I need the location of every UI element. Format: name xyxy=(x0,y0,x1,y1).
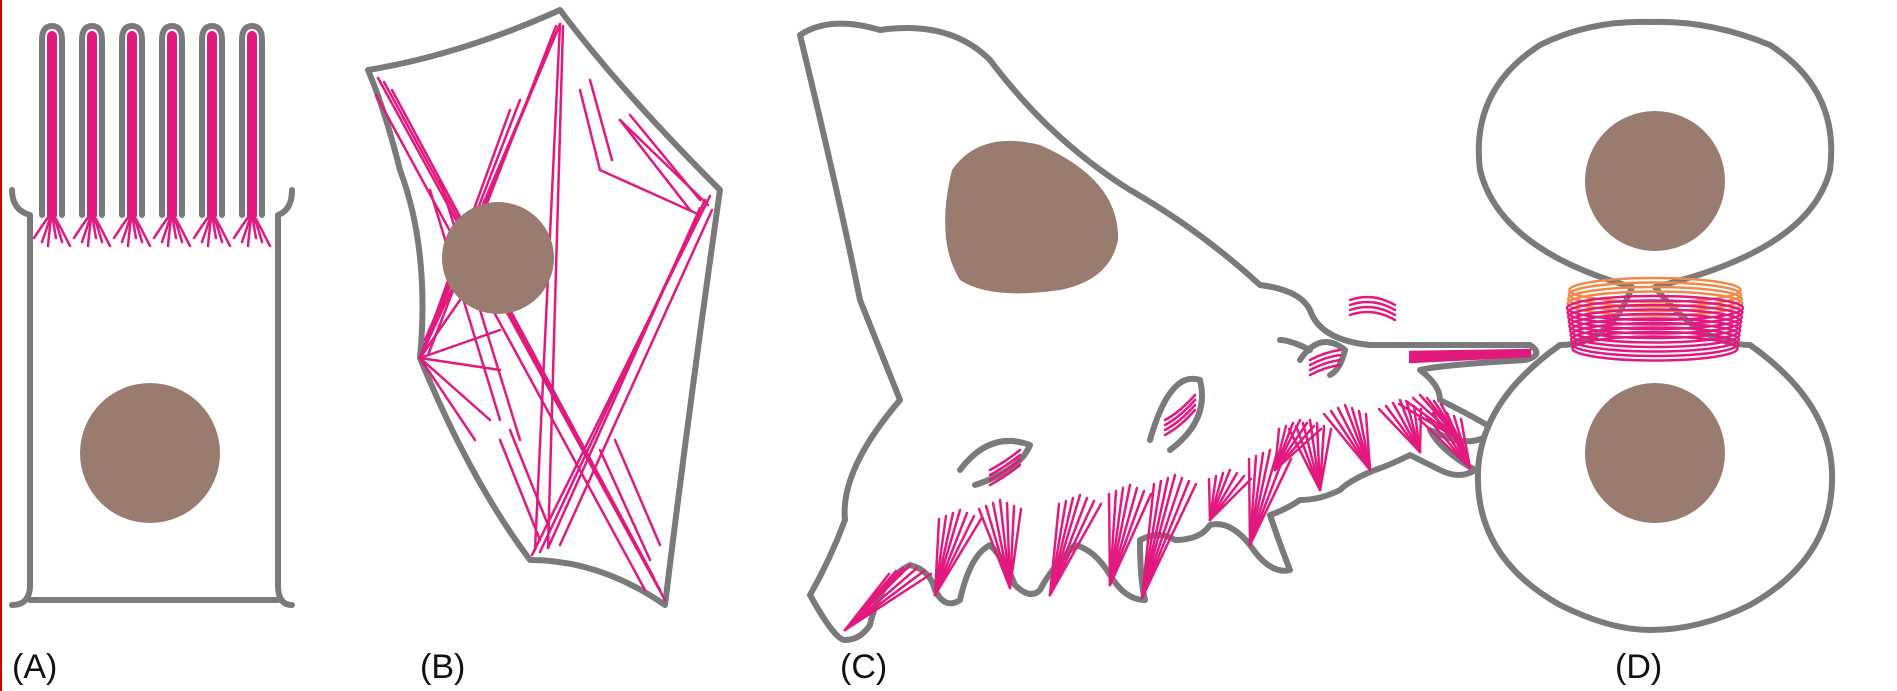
panel-c-cell-outline xyxy=(800,24,1536,640)
ruffle-actin xyxy=(1350,312,1395,320)
panel-d-label: (D) xyxy=(1615,648,1662,686)
panel-a-microvilli xyxy=(34,26,270,246)
panel-b-nucleus xyxy=(442,202,554,314)
panel-b-label: (B) xyxy=(420,648,465,686)
panel-d-nucleus-top xyxy=(1585,111,1725,251)
panel-c-migrating-cell: (C) xyxy=(800,24,1536,686)
panel-c-label: (C) xyxy=(840,648,887,686)
terminal-web xyxy=(34,212,270,246)
panel-a-epithelial-cell: (A) xyxy=(12,26,292,686)
panel-d-nucleus-bottom xyxy=(1585,383,1725,523)
panel-a-nucleus xyxy=(80,383,220,523)
panel-a-label: (A) xyxy=(12,648,57,686)
panel-b-fibroblast: (B) xyxy=(368,10,720,686)
contractile-ring xyxy=(1567,278,1743,361)
microvilli-outline xyxy=(42,26,262,215)
